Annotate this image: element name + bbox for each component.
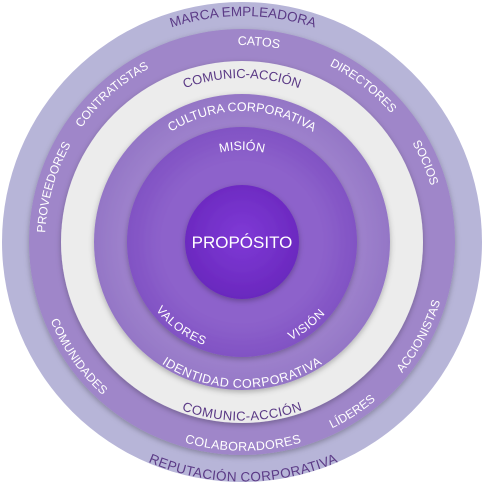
center-label: PROPÓSITO — [192, 233, 293, 252]
core-top-label: MISIÓN — [218, 138, 266, 156]
center-circle — [185, 185, 299, 299]
